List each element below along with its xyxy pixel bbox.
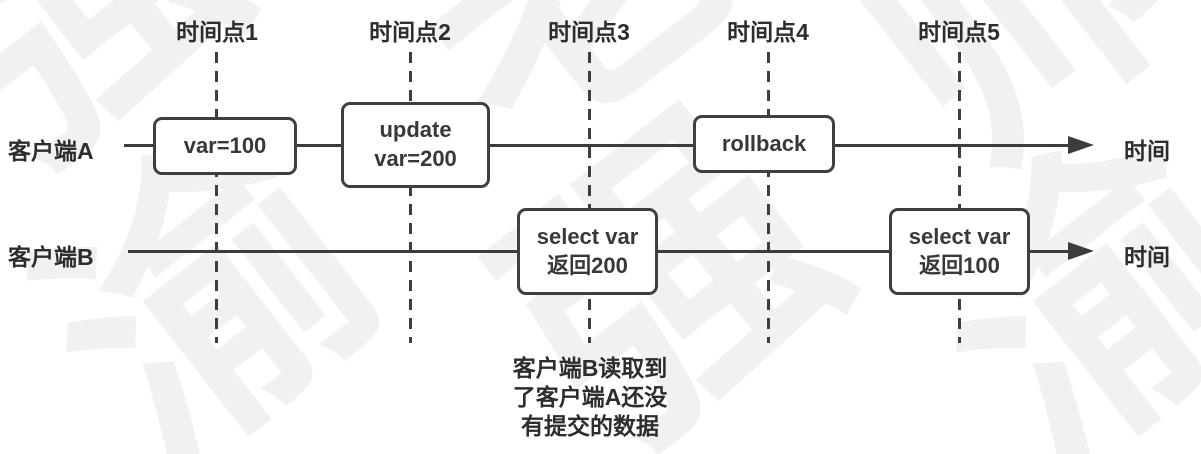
box-update-line2: var=200: [374, 146, 457, 171]
client-b-arrowhead-icon: [1068, 242, 1094, 260]
timepoint-dashed-line-1: [215, 52, 218, 343]
box-select-200-line1: select var: [536, 223, 639, 249]
timepoint-label-2: 时间点2: [369, 19, 451, 45]
annotation-line-2: 了客户端A还没: [512, 384, 668, 410]
timepoint-label-4: 时间点4: [727, 19, 809, 45]
box-update-var-200: update var=200: [341, 102, 490, 188]
client-a-timeline: [124, 144, 1072, 147]
client-a-label: 客户端A: [8, 138, 94, 164]
box-var-100: var=100: [153, 117, 297, 175]
annotation-line-1: 客户端B读取到: [512, 355, 668, 381]
client-a-arrowhead-icon: [1068, 136, 1094, 154]
client-b-label: 客户端B: [8, 244, 94, 270]
box-rollback-text: rollback: [721, 130, 807, 156]
dirty-read-annotation: 客户端B读取到 了客户端A还没 有提交的数据: [455, 354, 725, 441]
box-select-100-line1: select var: [908, 223, 1011, 249]
annotation-line-3: 有提交的数据: [521, 413, 659, 439]
box-select-100-line2: 返回100: [919, 252, 1000, 278]
timepoint-label-5: 时间点5: [918, 19, 1000, 45]
client-b-time-axis-label: 时间: [1124, 244, 1170, 270]
box-update-line1: update: [379, 117, 452, 143]
client-a-time-axis-label: 时间: [1124, 138, 1170, 164]
timepoint-dashed-line-5: [958, 52, 961, 343]
timepoint-label-3: 时间点3: [548, 19, 630, 45]
timepoint-label-1: 时间点1: [176, 19, 258, 45]
box-select-var-return-100: select var 返回100: [889, 208, 1030, 295]
box-rollback: rollback: [693, 115, 835, 173]
timepoint-dashed-line-2: [409, 52, 412, 343]
box-select-200-line2: 返回200: [547, 252, 628, 278]
box-select-var-return-200: select var 返回200: [517, 208, 658, 295]
timepoint-dashed-line-4: [767, 52, 770, 343]
timepoint-dashed-line-3: [588, 52, 591, 343]
box-var-100-text: var=100: [183, 132, 267, 158]
